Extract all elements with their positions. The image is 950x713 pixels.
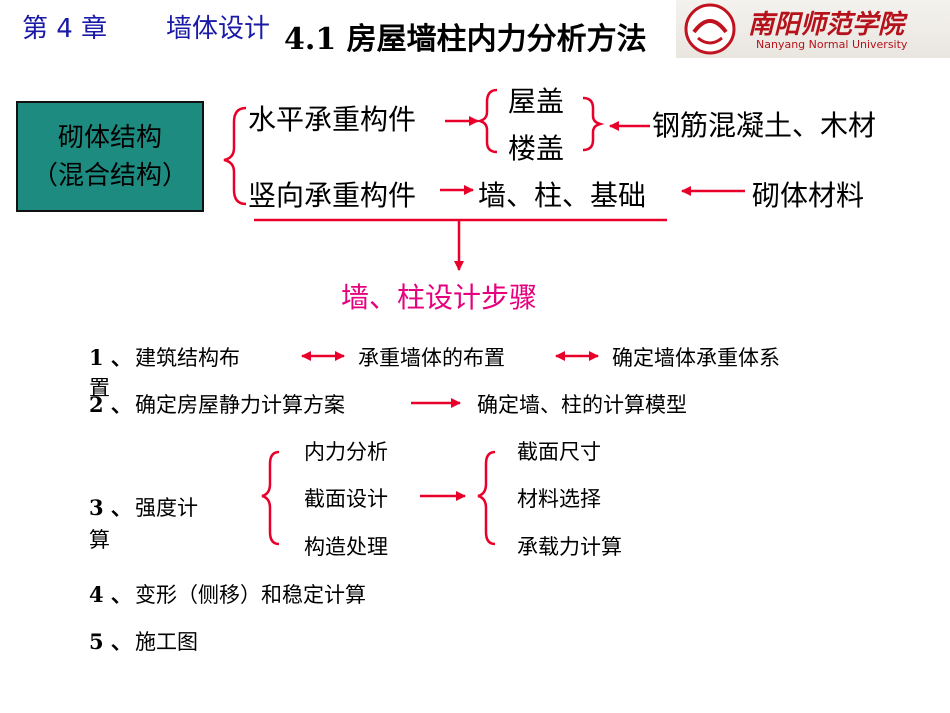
logo-subtext: Nanyang Normal University xyxy=(756,38,908,51)
step4-number: 4 、 xyxy=(89,582,132,607)
vertical-members: 竖向承重构件 xyxy=(248,179,417,212)
step1-number: 1 、 xyxy=(89,345,132,370)
chapter-label: 第 4 章 xyxy=(22,14,108,44)
rc-wood-label: 钢筋混凝土、木材 xyxy=(652,109,877,142)
step5-number: 5 、 xyxy=(89,629,132,654)
step3-detailing: 构造处理 xyxy=(304,535,388,559)
step3-section-size: 截面尺寸 xyxy=(517,440,601,464)
step1-a: 建筑结构布 xyxy=(135,346,240,370)
step2-b: 确定墙、柱的计算模型 xyxy=(477,393,687,417)
chapter-title: 墙体设计 xyxy=(166,14,271,44)
step3-a: 强度计 xyxy=(135,496,198,520)
seal-icon xyxy=(684,3,736,55)
wall-column-foundation: 墙、柱、基础 xyxy=(478,179,647,212)
brace-step3-right xyxy=(477,450,496,546)
step3-capacity: 承载力计算 xyxy=(517,535,622,559)
step3-internal-force: 内力分析 xyxy=(304,440,388,464)
section-title: 4.1 房屋墙柱内力分析方法 xyxy=(284,22,647,57)
logo-text: 南阳师范学院 xyxy=(748,10,905,40)
step3-wrap: 算 xyxy=(89,528,110,552)
step1-wrap: 置 xyxy=(89,376,110,400)
box-line-1: 砌体结构 xyxy=(57,122,162,153)
roof-label: 屋盖 xyxy=(508,85,565,118)
brace-step3-left xyxy=(261,450,280,546)
step3-section-design: 截面设计 xyxy=(304,487,388,511)
brace-right xyxy=(582,96,605,152)
step2-number: 2 、 xyxy=(89,392,132,417)
masonry-material: 砌体材料 xyxy=(752,179,865,212)
horizontal-members: 水平承重构件 xyxy=(248,103,417,136)
step3-material: 材料选择 xyxy=(517,487,601,511)
brace-main xyxy=(223,106,247,206)
step1-b: 承重墙体的布置 xyxy=(358,346,505,370)
brace-roof-floor xyxy=(475,88,498,154)
step4-text: 变形（侧移）和稳定计算 xyxy=(135,583,366,607)
step3-number: 3 、 xyxy=(89,495,132,520)
university-logo: 南阳师范学院 Nanyang Normal University xyxy=(676,0,950,58)
step2-a: 确定房屋静力计算方案 xyxy=(135,393,345,417)
step5-text: 施工图 xyxy=(135,630,198,654)
step1-c: 确定墙体承重体系 xyxy=(612,346,780,370)
floor-label: 楼盖 xyxy=(508,132,565,165)
box-line-2: （混合结构） xyxy=(31,160,188,191)
masonry-structure-box: 砌体结构 （混合结构） xyxy=(16,101,204,212)
steps-title: 墙、柱设计步骤 xyxy=(341,281,538,314)
